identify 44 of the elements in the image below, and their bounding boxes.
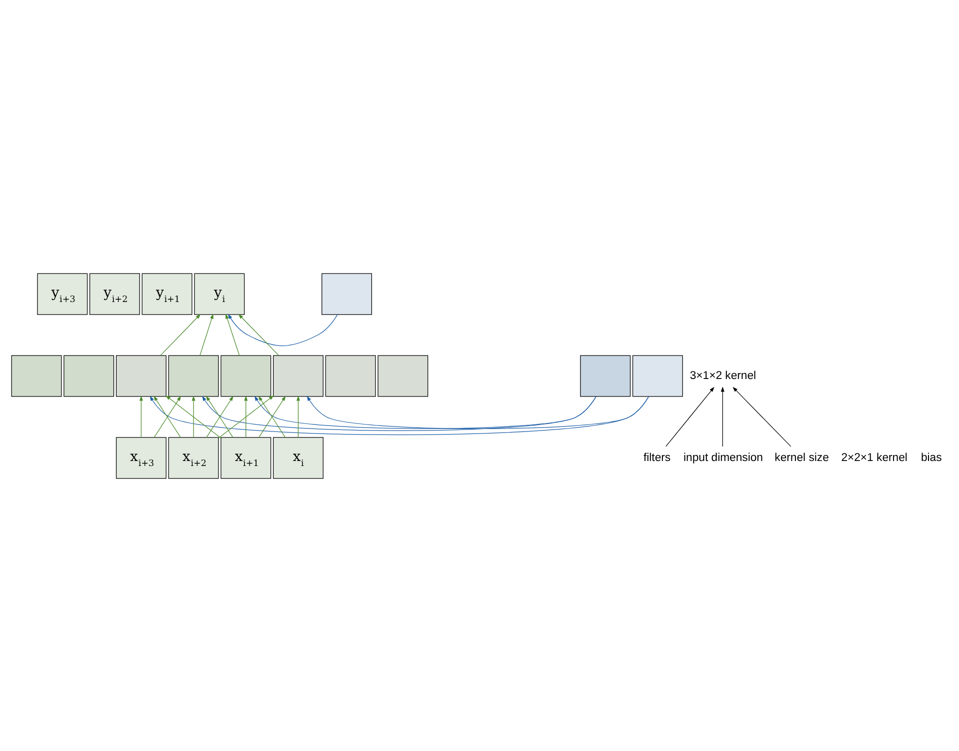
node-box: y$_{i+3}$ [36,272,88,314]
node-text: input dimension [683,451,763,464]
node-box [63,354,114,396]
node-box [377,354,428,396]
arrow [206,395,233,438]
node-box: x$_{i+1}$ [220,436,271,478]
arrow [164,394,221,438]
arrow [160,313,200,356]
node-box: y$_{i+2}$ [88,272,140,314]
node-box: x$_{i}$ [272,436,323,478]
node-box [321,272,372,314]
node-box: x$_{i+2}$ [168,436,218,478]
arrow [138,395,142,438]
arrow [227,313,338,346]
node-box [220,354,271,396]
label: bias [920,451,942,464]
arrow [238,313,279,356]
arrow [244,395,248,438]
node-box [272,354,323,396]
node-box [580,354,630,396]
node-box [115,354,166,396]
node-text: kernel size [774,451,828,464]
node-box: x$_{i+3}$ [115,436,166,478]
arrow [149,395,648,435]
node-box [10,354,62,396]
node-text: 3×1×2 kernel [689,369,756,382]
arrow [202,395,596,430]
node-box [324,354,376,396]
arrow [296,395,300,438]
node-text: filters [642,451,670,464]
arrow [225,313,240,356]
arrow [720,386,724,446]
arrow [191,395,195,438]
arrow [306,395,648,428]
node-box: y$_{i}$ [194,272,244,314]
arrow [218,394,274,438]
arrow [732,386,791,446]
arrow [199,313,213,356]
node-box [632,354,682,396]
label: 2×2×1 kernel [840,451,907,464]
arrow [254,395,596,428]
node-box [168,354,218,396]
node-box: y$_{i+1}$ [141,272,192,314]
arrow [665,386,714,446]
